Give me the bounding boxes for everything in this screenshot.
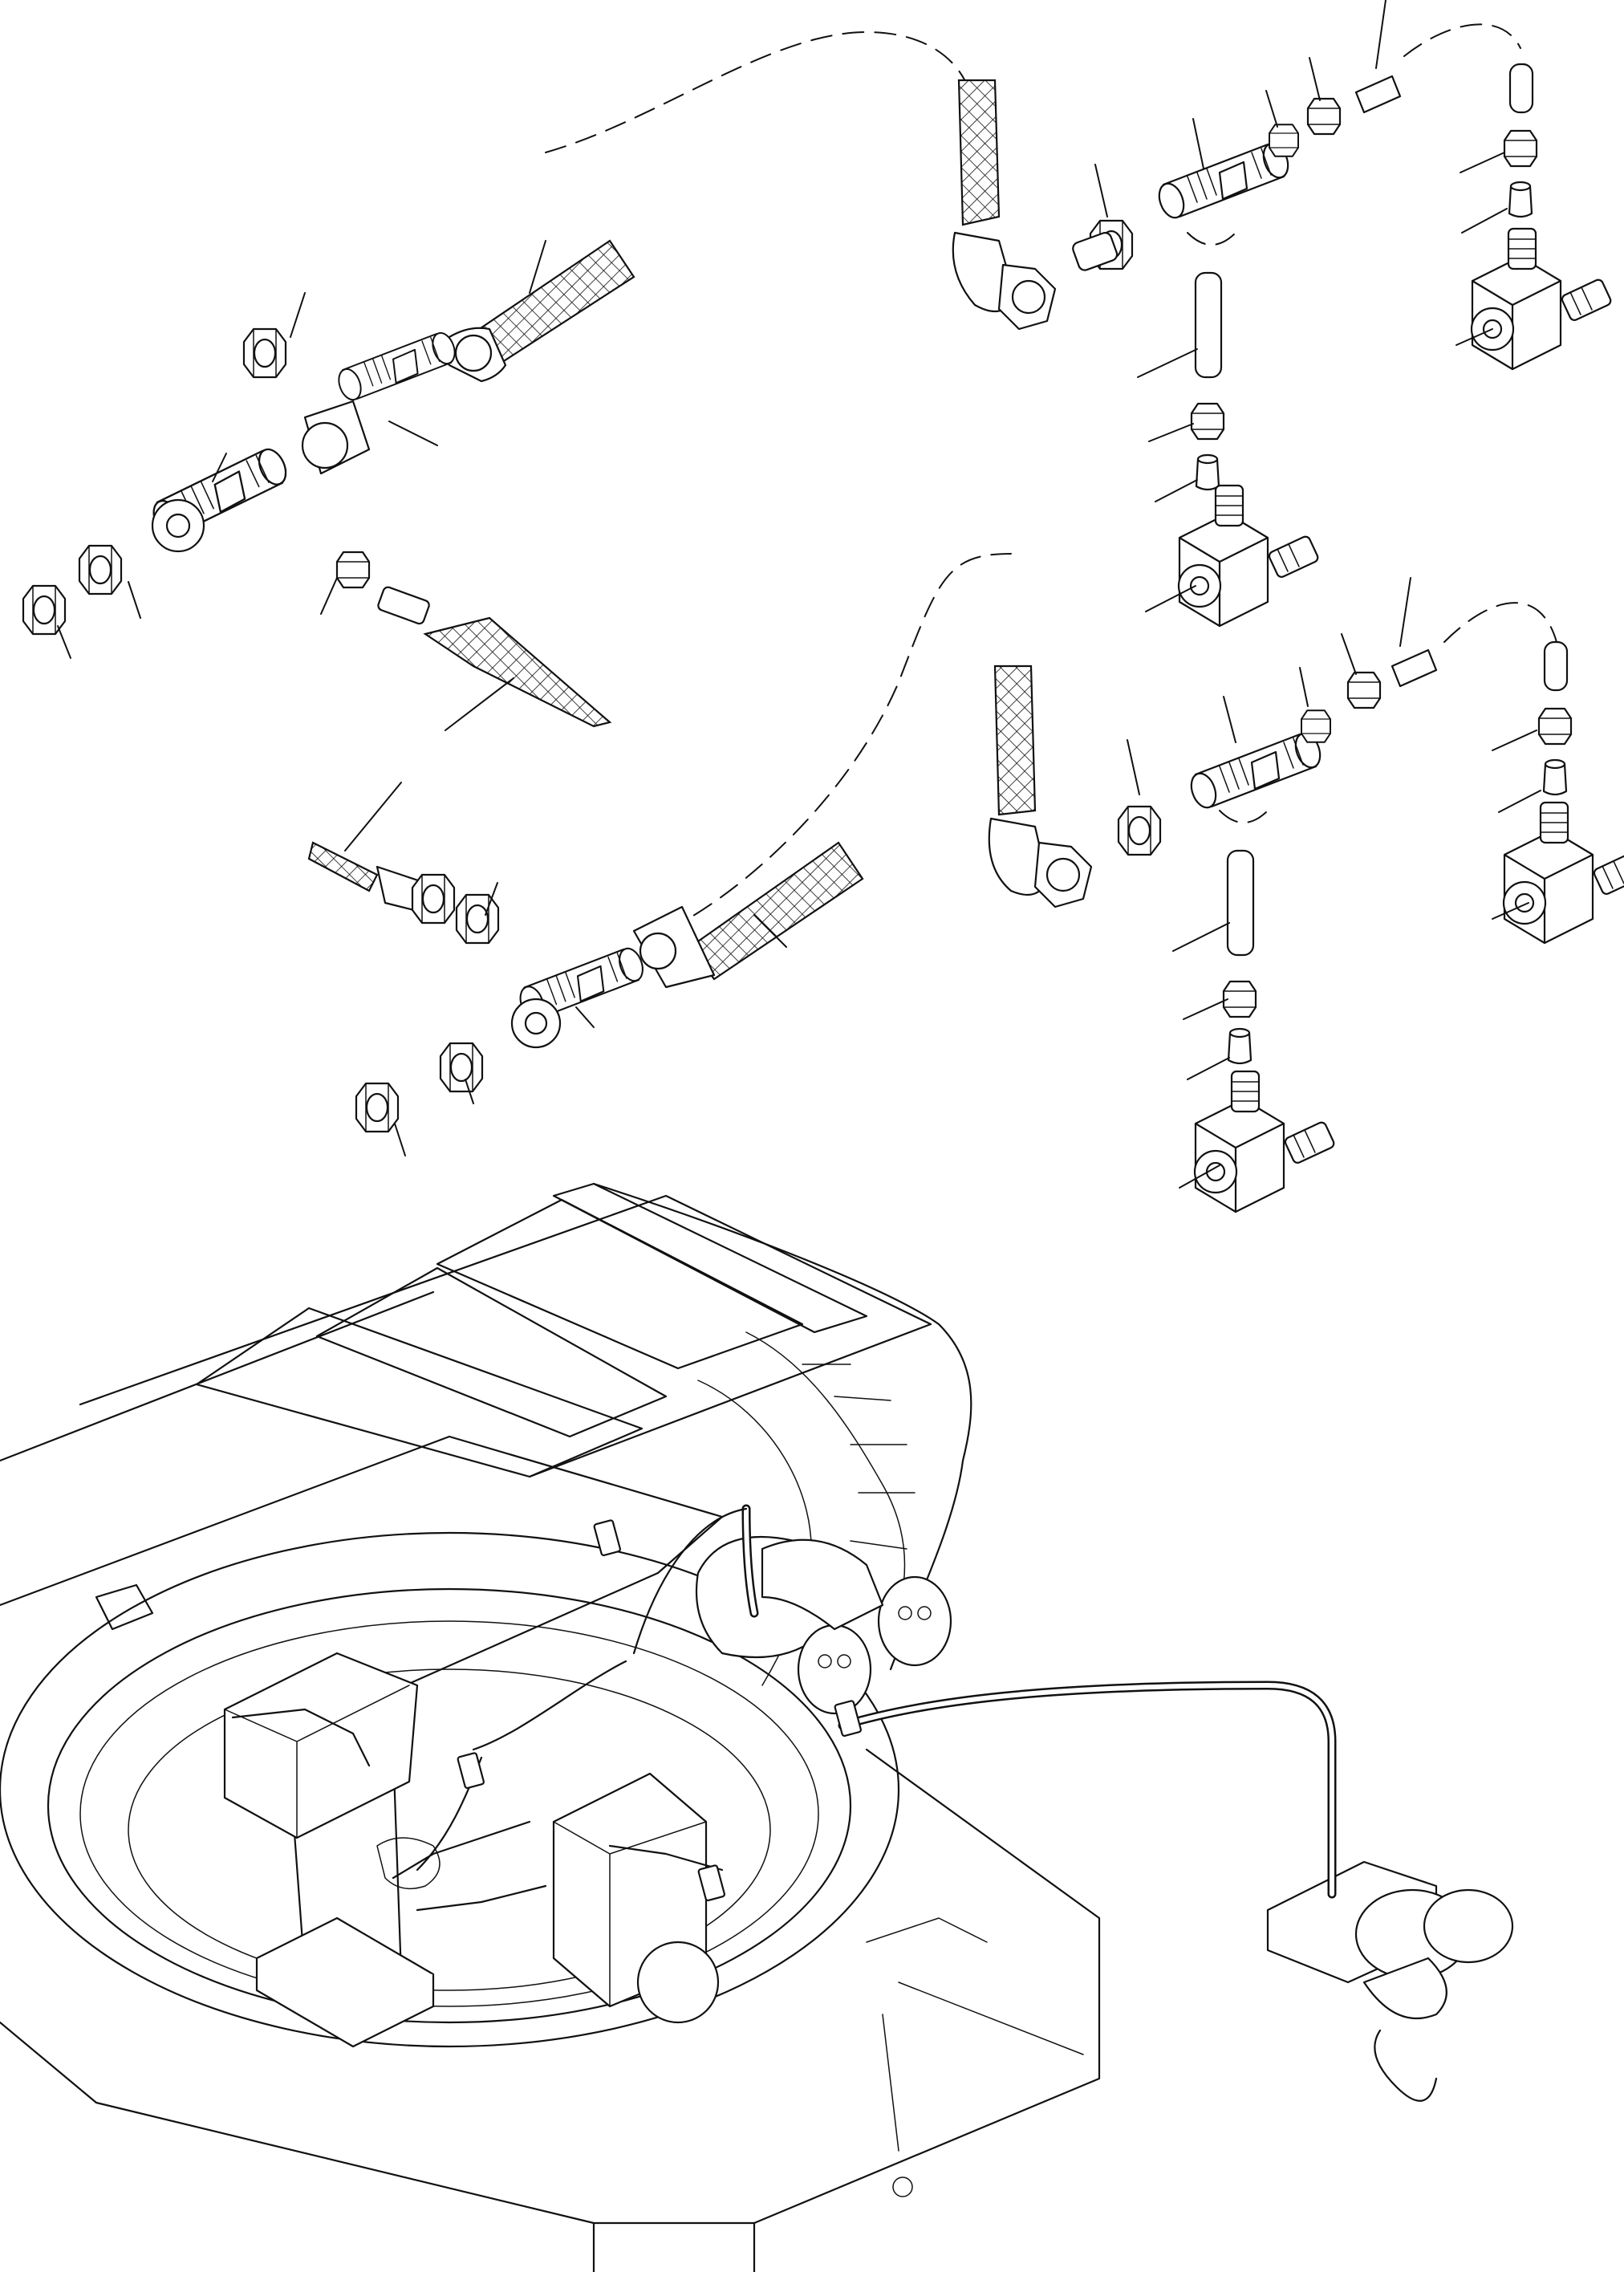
hose-path-dashed-middle (665, 553, 1012, 932)
tee-dashed (1187, 232, 1236, 246)
braided-hose-middle (307, 665, 1093, 989)
travel-motor-right (1266, 1860, 1514, 2102)
valve-block-left (223, 1652, 419, 1839)
machine-base (0, 1182, 1514, 2272)
upper-assembly (22, 23, 1614, 728)
hydraulic-tubes (231, 1504, 1337, 1912)
hose-path-dashed-middle-right (1443, 602, 1557, 643)
fitting-cluster-middle-left (355, 873, 648, 1133)
braided-hose-upper (442, 79, 1057, 383)
hose-path-dashed-upper (545, 30, 972, 153)
tee-dashed-middle (1219, 810, 1269, 823)
valve-block-right (552, 1772, 720, 2024)
track-outer (592, 1182, 972, 1671)
travel-motor-upper (695, 1535, 952, 1715)
fitting-cluster-upper-left (22, 327, 612, 728)
fitting-chain-upper-right (1072, 63, 1614, 628)
hose-path-dashed-upper-right (1403, 23, 1521, 57)
middle-assembly (307, 553, 1624, 1213)
fitting-chain-middle-right (1117, 640, 1624, 1213)
deck-outline (79, 1194, 932, 1478)
leader-lines (57, 0, 1541, 1189)
turntable-ring-outer (0, 1531, 899, 2048)
